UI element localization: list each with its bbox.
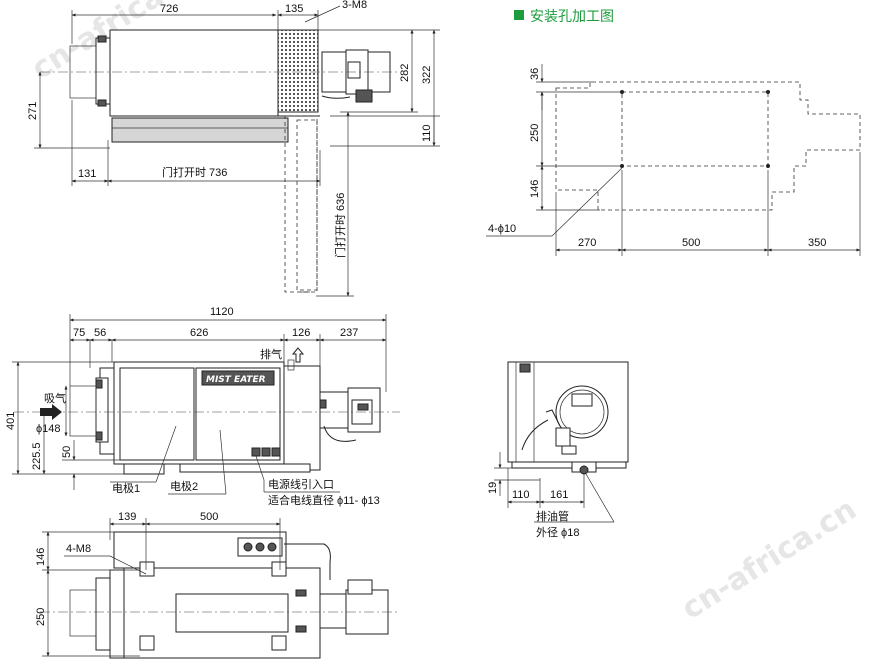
- side-view-motor: [555, 385, 609, 439]
- dim-626: 626: [190, 327, 208, 339]
- electrode-1-label: 电极1: [112, 481, 140, 495]
- dim-126: 126: [292, 327, 310, 339]
- dim-225-5: 225.5: [31, 442, 43, 470]
- power-inlet-label: 电源线引入口: [268, 477, 334, 491]
- intake-label: 吸气: [44, 391, 66, 405]
- dim-146: 146: [529, 180, 541, 198]
- dim-250: 250: [529, 124, 541, 142]
- drain-diameter-label: 外径 ϕ18: [536, 526, 579, 539]
- dim-500: 500: [682, 237, 700, 249]
- top-view-inlet-flange: [95, 37, 111, 105]
- brand-label: MIST EATER: [206, 375, 266, 385]
- front-view-filter-housing: [283, 365, 321, 471]
- dim-75: 75: [73, 327, 85, 339]
- dim-screw-3m8: 3-M8: [342, 0, 367, 11]
- dim-36: 36: [529, 68, 541, 80]
- brand-plate: [201, 370, 275, 386]
- dim-height-271: 271: [27, 102, 39, 120]
- dim-146-bottom: 146: [35, 548, 47, 566]
- dim-139: 139: [118, 511, 136, 523]
- electrode-2-label: 电极2: [170, 479, 198, 493]
- top-view-door-swing: [284, 115, 318, 293]
- hole-pattern-rect: [621, 91, 769, 167]
- dim-19: 19: [487, 482, 499, 494]
- top-view-door: [111, 117, 289, 143]
- drain-pipe-label: 排油管: [536, 509, 569, 523]
- side-view: 19 110 161 排油管 外径 ϕ18: [487, 361, 629, 539]
- exhaust-arrow-icon: [291, 347, 305, 363]
- dim-50: 50: [61, 446, 73, 458]
- dim-width-726: 726: [160, 3, 178, 15]
- top-view: 726 135 3-M8 282 322 110 271 131 门打开时 73…: [27, 0, 440, 297]
- dim-screw-4m8: 4-M8: [66, 543, 91, 555]
- dim-total-1120: 1120: [210, 306, 234, 318]
- dim-110: 110: [512, 489, 530, 501]
- dim-350: 350: [808, 237, 826, 249]
- dim-height-322: 322: [421, 66, 433, 84]
- front-view: MIST EATER 吸气 ϕ148 排气 1120: [5, 306, 400, 507]
- section-title: 安装孔加工图: [530, 9, 614, 25]
- dim-401: 401: [5, 412, 17, 430]
- electrode-1-panel: [119, 367, 195, 461]
- dim-width-135: 135: [285, 3, 303, 15]
- dim-door-open-636: 门打开时 636: [333, 193, 347, 258]
- dim-270: 270: [578, 237, 596, 249]
- watermark: cn-africa.cn: [676, 492, 863, 627]
- dim-height-282: 282: [399, 64, 411, 82]
- outline-dashed: [555, 81, 861, 211]
- dim-250-bottom: 250: [35, 608, 47, 626]
- dim-height-110: 110: [421, 124, 433, 142]
- dim-500-bottom: 500: [200, 511, 218, 523]
- dim-hole-4-phi10: 4-ϕ10: [488, 223, 516, 235]
- intake-arrow-icon: [40, 404, 62, 420]
- mounting-hole-view: 安装孔加工图 36 250 146 4-ϕ10 270 500 350: [486, 9, 861, 256]
- dim-56: 56: [94, 327, 106, 339]
- dim-237: 237: [340, 327, 358, 339]
- dim-phi148: ϕ148: [36, 423, 61, 435]
- cable-diameter-label: 适合电线直径 ϕ11- ϕ13: [268, 493, 380, 507]
- top-view-filter-mesh: [277, 29, 319, 113]
- dim-offset-131: 131: [78, 168, 96, 180]
- dim-door-open-736: 门打开时 736: [162, 165, 227, 179]
- bottom-view: 139 500 4-M8 146 250: [35, 511, 400, 659]
- dim-161: 161: [550, 489, 568, 501]
- section-bullet-icon: [514, 10, 524, 20]
- top-view-cabinet: [109, 29, 279, 117]
- exhaust-label: 排气: [260, 347, 282, 361]
